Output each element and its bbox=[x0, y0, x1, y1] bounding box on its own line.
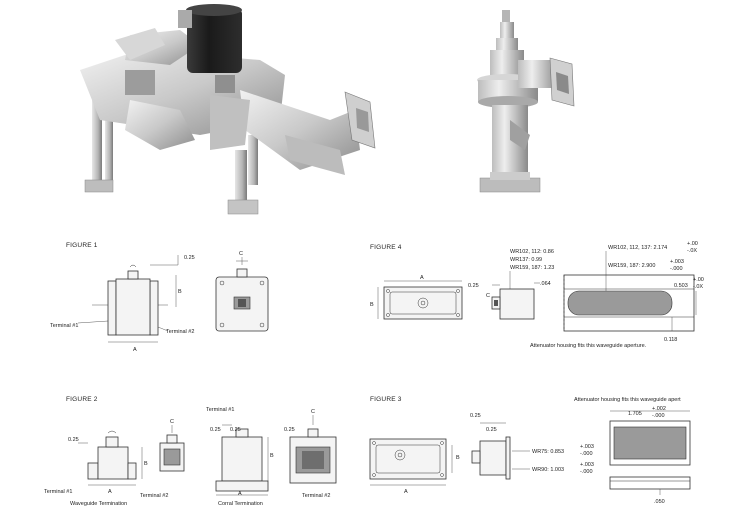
fig1-dim-a: A bbox=[133, 347, 137, 353]
figure-2-drawing: FIGURE 2 0.25 B A Terminal #1 Terminal #… bbox=[44, 396, 337, 507]
fig3-spec-1: WR75: 0.853 bbox=[532, 449, 564, 455]
figure-1-drawing: FIGURE 1 A B 0.25 Terminal #1 Terminal #… bbox=[50, 242, 269, 353]
fig4-spec-left-2: WR137: 0.99 bbox=[510, 257, 542, 263]
figure-2-title: FIGURE 2 bbox=[66, 396, 98, 403]
fig3-note: Attenuator housing fits this waveguide a… bbox=[574, 397, 681, 403]
fig4-tol-right-1b: -.0X bbox=[687, 248, 697, 254]
fig2-dim-a1: A bbox=[108, 489, 112, 495]
waveguide-attenuator-photo bbox=[477, 10, 575, 193]
fig1-terminal-2: Terminal #2 bbox=[166, 329, 194, 335]
fig3-dim-025b: 0.25 bbox=[486, 427, 497, 433]
fig3-spec-2: WR90: 1.003 bbox=[532, 467, 564, 473]
fig4-spec-right-1: WR102, 112, 137: 2.174 bbox=[608, 245, 667, 251]
fig3-tol-1705b: -.000 bbox=[652, 413, 665, 419]
fig2-dim-a2: A bbox=[238, 491, 242, 497]
fig4-note: Attenuator housing fits this waveguide a… bbox=[530, 343, 647, 349]
fig4-dim-b: B bbox=[370, 302, 374, 308]
fig2-dim-c2: C bbox=[311, 409, 315, 415]
fig3-tol-1a: +.003 bbox=[580, 444, 594, 450]
fig4-dim-064: .064 bbox=[540, 281, 551, 287]
fig4-tol-right-2b: -.000 bbox=[670, 266, 683, 272]
fig4-tol-0503b: -.0X bbox=[693, 284, 703, 290]
fig4-dim-c: C bbox=[486, 293, 490, 299]
fig3-dim-b: B bbox=[456, 455, 460, 461]
figure-4-drawing: FIGURE 4 A B 0.25 C .064 WR102, 112: 0.8… bbox=[370, 241, 704, 349]
fig4-dim-025: 0.25 bbox=[468, 283, 479, 289]
waveguide-switch-assembly-photo bbox=[80, 4, 376, 215]
fig2-dim-b2: B bbox=[270, 453, 274, 459]
figure-3-title: FIGURE 3 bbox=[370, 396, 402, 403]
fig1-dim-b: B bbox=[178, 289, 182, 295]
fig4-tol-right-2a: +.003 bbox=[670, 259, 684, 265]
fig3-dim-a: A bbox=[404, 489, 408, 495]
fig4-tol-0503a: +.00 bbox=[693, 277, 704, 283]
fig3-dim-025: 0.25 bbox=[470, 413, 481, 419]
fig2-terminal-2a: Terminal #2 bbox=[140, 493, 168, 499]
fig2-caption-1: Waveguide Termination bbox=[70, 501, 127, 507]
fig1-dim-025: 0.25 bbox=[184, 255, 195, 261]
fig1-terminal-1: Terminal #1 bbox=[50, 323, 78, 329]
fig2-dim-025a: 0.25 bbox=[68, 437, 79, 443]
fig2-dim-b1: B bbox=[144, 461, 148, 467]
fig4-dim-0118: 0.118 bbox=[664, 337, 677, 343]
fig2-dim-c1: C bbox=[170, 419, 174, 425]
fig2-terminal-2b: Terminal #2 bbox=[302, 493, 330, 499]
fig3-dim-1705: 1.705 bbox=[628, 411, 642, 417]
fig2-dim-025b: 0.25 bbox=[210, 427, 221, 433]
fig2-dim-025d: 0.25 bbox=[284, 427, 295, 433]
fig4-dim-a: A bbox=[420, 275, 424, 281]
fig2-terminal-1a: Terminal #1 bbox=[44, 489, 72, 495]
fig4-dim-0503: 0.503 bbox=[674, 283, 688, 289]
fig3-dim-050: .050 bbox=[654, 499, 665, 505]
figure-3-drawing: FIGURE 3 Attenuator housing fits this wa… bbox=[369, 396, 691, 505]
fig1-dim-c: C bbox=[239, 251, 243, 257]
fig4-spec-right-2: WR159, 187: 2.900 bbox=[608, 263, 655, 269]
fig2-dim-025c: 0.25 bbox=[230, 427, 241, 433]
figure-4-title: FIGURE 4 bbox=[370, 244, 402, 251]
figure-1-title: FIGURE 1 bbox=[66, 242, 98, 249]
fig4-spec-left-3: WR159, 187: 1.23 bbox=[510, 265, 554, 271]
fig2-caption-2: Corral Termination bbox=[218, 501, 263, 507]
fig4-tol-right-1a: +.00 bbox=[687, 241, 698, 247]
fig3-tol-1705a: +.002 bbox=[652, 406, 666, 412]
fig4-spec-left-1: WR102, 112: 0.86 bbox=[510, 249, 554, 255]
fig3-tol-1b: -.000 bbox=[580, 451, 593, 457]
fig3-tol-2a: +.003 bbox=[580, 462, 594, 468]
fig3-tol-2b: -.000 bbox=[580, 469, 593, 475]
fig2-terminal-1b: Terminal #1 bbox=[206, 407, 234, 413]
